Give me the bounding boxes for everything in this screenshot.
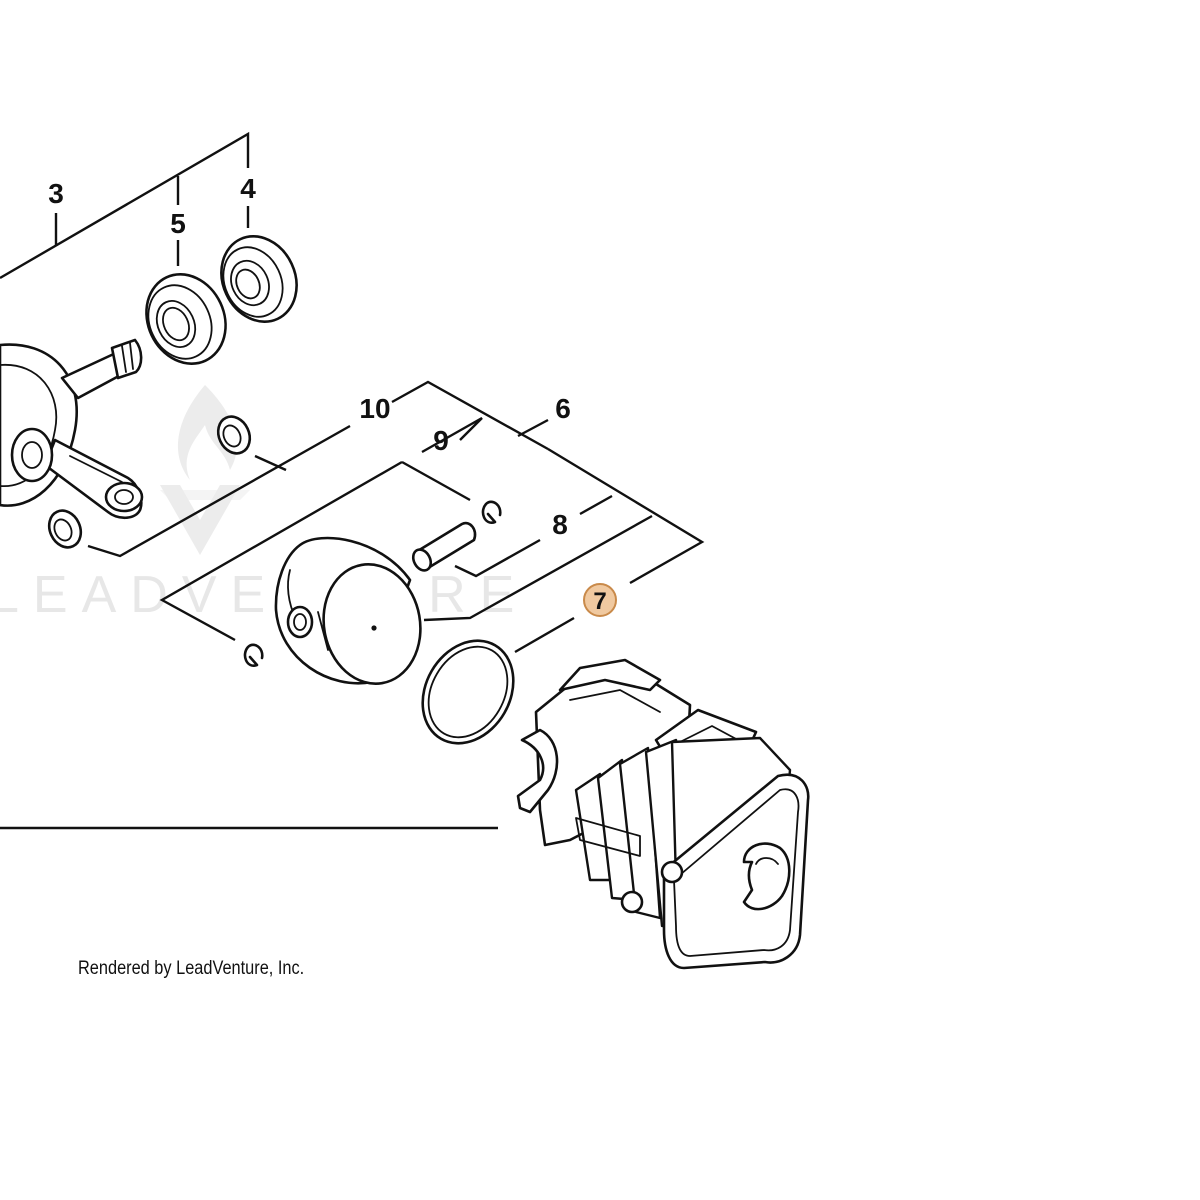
- watermark-logo-icon: [160, 385, 250, 555]
- watermark: LEADVENTURE: [0, 385, 528, 624]
- callout-7[interactable]: 7: [593, 588, 606, 615]
- callout-8[interactable]: 8: [552, 509, 568, 540]
- piston-pin: [411, 521, 477, 572]
- seal-4: [220, 235, 298, 323]
- callout-6[interactable]: 6: [555, 393, 571, 424]
- callout-7-highlight[interactable]: 7: [583, 583, 617, 617]
- washer-upper: [216, 415, 252, 455]
- bearing-5: [145, 273, 227, 365]
- cylinder: [516, 658, 810, 970]
- piston-ring: [421, 639, 515, 745]
- callouts: 3 4 5 10 6 9 8 7: [48, 173, 617, 617]
- watermark-text: LEADVENTURE: [0, 566, 528, 624]
- circlip-lower: [243, 643, 264, 667]
- callout-5[interactable]: 5: [170, 208, 186, 239]
- piston: [274, 536, 422, 685]
- leader-lines: [0, 131, 705, 830]
- callout-4[interactable]: 4: [240, 173, 256, 204]
- crankshaft: [0, 338, 144, 520]
- callout-10[interactable]: 10: [359, 393, 390, 424]
- callout-3[interactable]: 3: [48, 178, 64, 209]
- circlip-upper: [481, 500, 502, 524]
- callout-9[interactable]: 9: [433, 425, 449, 456]
- credit-text: Rendered by LeadVenture, Inc.: [78, 958, 305, 979]
- washer-lower: [47, 509, 83, 549]
